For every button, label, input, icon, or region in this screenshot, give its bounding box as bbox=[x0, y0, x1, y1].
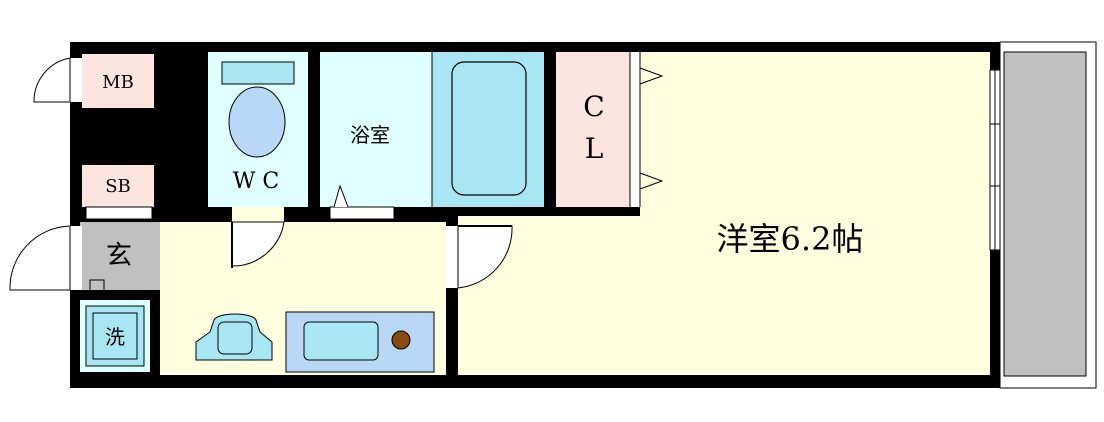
label-entrance: 玄 bbox=[106, 241, 132, 271]
entrance-floor bbox=[80, 222, 160, 290]
closet-door-marker-top bbox=[639, 67, 664, 85]
bath-door-swing bbox=[333, 184, 349, 208]
washer-pan-inner bbox=[92, 312, 138, 360]
fridge-inner bbox=[217, 321, 253, 355]
label-mb: MB bbox=[102, 72, 134, 93]
stove-burner bbox=[391, 330, 411, 350]
mb-meter-box bbox=[82, 54, 154, 108]
wc-door-gap bbox=[232, 207, 284, 222]
western-room-floor bbox=[640, 52, 990, 375]
label-bath: 浴室 bbox=[350, 123, 390, 147]
entrance-door-swing bbox=[9, 225, 71, 291]
bathtub bbox=[451, 61, 527, 196]
toilet-bowl bbox=[228, 86, 286, 158]
label-sb: SB bbox=[105, 176, 131, 197]
room-door-gap bbox=[446, 226, 458, 288]
bath-room bbox=[320, 52, 432, 207]
label-closet-l: L bbox=[585, 132, 604, 165]
sb-shoe-box bbox=[82, 165, 154, 207]
label-washer: 洗 bbox=[105, 325, 125, 349]
entrance-step bbox=[89, 279, 105, 290]
room-door-swing bbox=[457, 225, 513, 289]
label-western-room: 洋室6.2帖 bbox=[717, 220, 864, 258]
mb-door-swing bbox=[33, 57, 71, 103]
balcony-floor bbox=[1003, 51, 1087, 377]
closet-door-marker-bottom bbox=[639, 172, 664, 190]
closet bbox=[556, 52, 630, 207]
label-wc: W C bbox=[233, 169, 279, 194]
sb-door-track bbox=[85, 206, 153, 220]
bath-door-gap bbox=[329, 206, 395, 220]
closet-door-track bbox=[630, 52, 640, 207]
toilet-tank bbox=[221, 61, 295, 85]
label-closet-c: C bbox=[583, 90, 604, 123]
kitchen-sink bbox=[303, 321, 379, 361]
